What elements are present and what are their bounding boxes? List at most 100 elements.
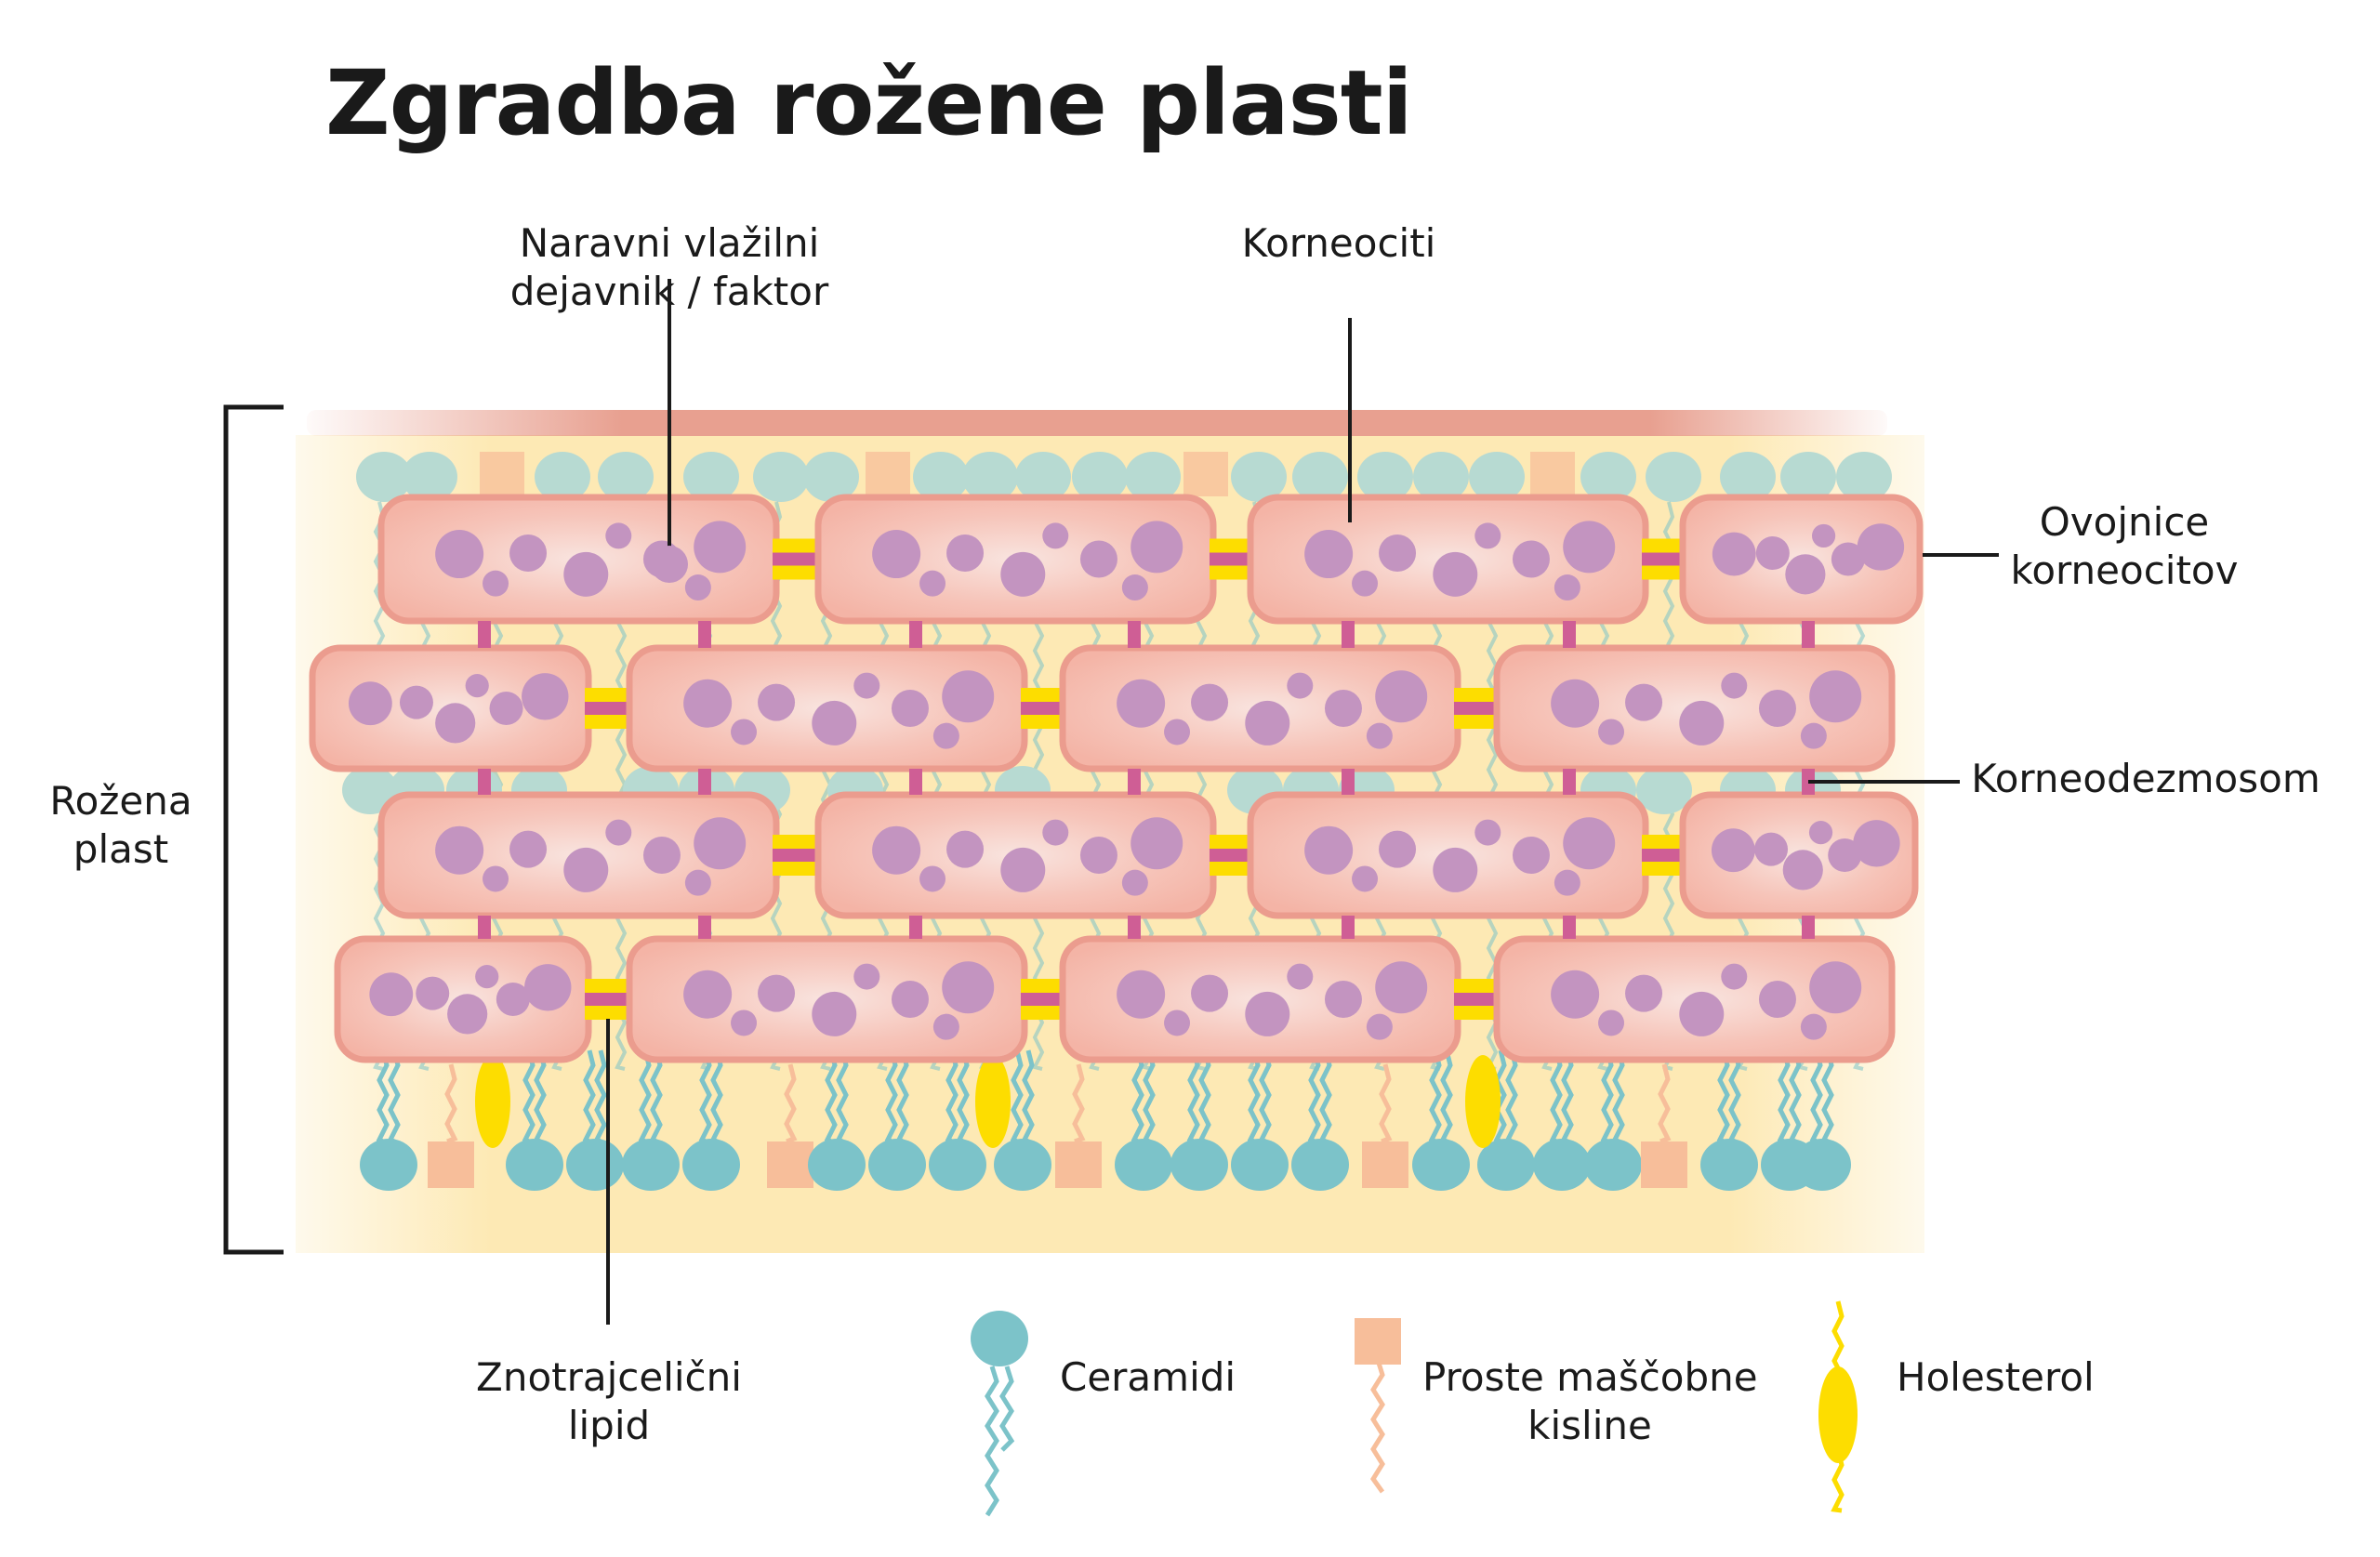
ceramide-tail: [1258, 1049, 1272, 1146]
ceramide-head: [962, 452, 1018, 502]
ceramide-head: [1015, 452, 1071, 502]
corneodesmosome: [1563, 769, 1576, 795]
nmf-vesicle: [1551, 679, 1600, 728]
corneodesmosome: [585, 993, 633, 1006]
nmf-vesicle: [524, 964, 572, 1011]
ceramide-icon-tail: [999, 1366, 1015, 1452]
nmf-vesicle: [465, 674, 489, 698]
ceramide-head: [1584, 1139, 1642, 1191]
fatty-acid-head: [428, 1141, 474, 1188]
ceramide-tail: [1504, 1049, 1518, 1146]
corneodesmosome: [1128, 916, 1141, 939]
ceramide-head: [1780, 452, 1836, 502]
ceramide-head: [929, 1139, 986, 1191]
nmf-vesicle: [1563, 521, 1616, 574]
ceramide-head: [1793, 1139, 1851, 1191]
nmf-vesicle: [447, 994, 488, 1035]
ceramide-head: [342, 766, 398, 814]
nmf-vesicle: [1191, 974, 1229, 1012]
corneodesmosome: [478, 621, 491, 648]
ceramide-head: [682, 1139, 740, 1191]
ceramide-icon-tail: [985, 1366, 999, 1517]
nmf-vesicle: [1366, 722, 1393, 749]
nmf-vesicle: [1164, 1009, 1191, 1036]
ceramide-tail: [1493, 1049, 1507, 1146]
nmf-vesicle: [812, 991, 857, 1036]
ceramide-tail: [376, 1049, 390, 1146]
nmf-vesicle: [1782, 850, 1823, 891]
nmf-vesicle: [1809, 670, 1862, 723]
nmf-vesicle: [684, 574, 711, 601]
nmf-vesicle: [683, 970, 733, 1019]
nmf-vesicle: [1366, 1013, 1393, 1040]
nmf-vesicle: [416, 976, 450, 1010]
ceramide-tail: [1197, 1049, 1211, 1146]
fatty-acid-head: [1183, 452, 1228, 496]
nmf-vesicle: [1800, 1013, 1827, 1040]
ceramide-tail: [1820, 1049, 1834, 1146]
ceramide-head: [360, 1139, 417, 1191]
fatty-acid-head: [1530, 452, 1575, 496]
ceramide-icon: [971, 1311, 1028, 1366]
corneodesmosome: [1210, 849, 1254, 862]
ceramide-head: [1413, 452, 1469, 502]
fatty-acid-tail: [1658, 1063, 1672, 1144]
nmf-vesicle: [1554, 869, 1580, 896]
nmf-vesicle: [1324, 981, 1362, 1018]
nmf-vesicle: [1245, 700, 1290, 746]
ceramide-tail: [1142, 1049, 1156, 1146]
nmf-vesicle: [435, 530, 484, 579]
nmf-vesicle: [1512, 837, 1550, 874]
nmf-vesicle: [1433, 847, 1478, 892]
nmf-vesicle: [369, 972, 414, 1017]
nmf-vesicle: [563, 847, 609, 892]
nmf-vesicle: [1625, 683, 1663, 721]
ceramide-tail: [1611, 1049, 1625, 1146]
ceramide-head: [566, 1139, 624, 1191]
ceramide-head: [1477, 1139, 1535, 1191]
corneodesmosome: [1021, 702, 1066, 715]
nmf-vesicle: [1474, 819, 1501, 846]
corneodesmosome: [1342, 769, 1355, 795]
nmf-vesicle: [1828, 838, 1862, 872]
nmf-vesicle: [1712, 532, 1756, 576]
ceramide-tail: [1010, 1049, 1024, 1146]
nmf-vesicle: [1042, 819, 1069, 846]
ceramide-head: [1125, 452, 1181, 502]
nmf-vesicle: [1721, 672, 1748, 699]
ceramide-head: [535, 452, 590, 502]
nmf-vesicle: [1563, 817, 1616, 870]
corneodesmosome: [1128, 621, 1141, 648]
corneodesmosome: [1342, 916, 1355, 939]
nmf-vesicle: [683, 679, 733, 728]
nmf-vesicle: [694, 521, 747, 574]
ceramide-tail: [835, 1049, 849, 1146]
ceramide-head: [1291, 1139, 1349, 1191]
ceramide-tail: [1560, 1049, 1574, 1146]
nmf-vesicle: [1754, 832, 1789, 866]
nmf-vesicle: [946, 830, 985, 868]
nmf-vesicle: [1598, 719, 1625, 746]
ceramide-head: [803, 452, 859, 502]
nmf-vesicle: [694, 817, 747, 870]
nmf-vesicle: [1079, 540, 1117, 578]
ceramide-tail: [945, 1049, 959, 1146]
ceramide-head: [994, 1139, 1051, 1191]
nmf-vesicle: [1808, 821, 1833, 845]
nmf-vesicle: [1598, 1009, 1625, 1036]
nmf-vesicle: [932, 1013, 959, 1040]
ceramide-head: [1836, 452, 1892, 502]
ceramide-tail: [1247, 1049, 1261, 1146]
fatty-acid-tail: [1072, 1063, 1086, 1144]
page-title: Zgradba rožene plasti: [325, 51, 1413, 155]
nmf-vesicle: [1809, 961, 1862, 1014]
fatty-acid-head: [1362, 1141, 1408, 1188]
fatty-acid-tail: [444, 1063, 458, 1144]
nmf-vesicle: [1121, 869, 1148, 896]
legend-ceramide-label: Ceramidi: [1060, 1354, 1236, 1400]
nmf-vesicle: [509, 830, 548, 868]
